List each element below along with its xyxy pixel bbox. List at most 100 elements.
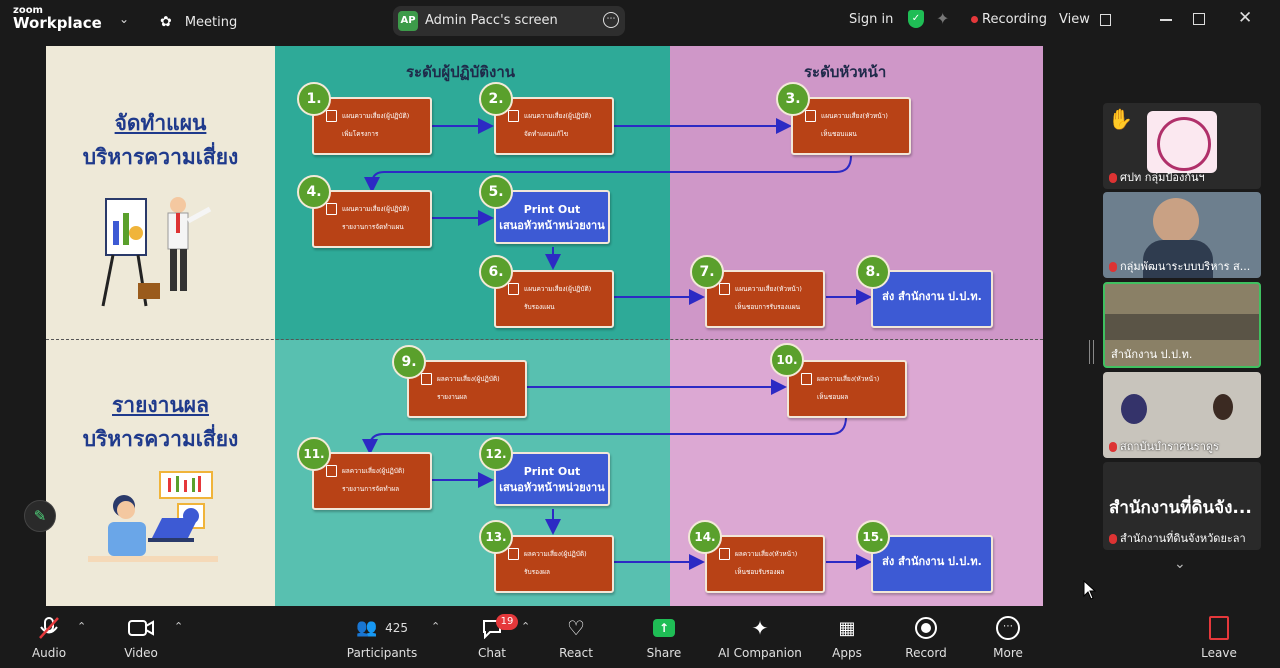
step-2-number: 2. — [479, 82, 513, 116]
participant-tile[interactable]: สำนักงานที่ดินจัง... สำนักงานที่ดินจังหว… — [1103, 462, 1261, 550]
react-label: React — [559, 646, 593, 660]
people-icon: 👥 — [355, 618, 378, 638]
meeting-info-button[interactable]: ✿ Meeting — [160, 11, 237, 30]
document-icon — [326, 465, 337, 477]
participant-name: สถาบันบำราศนราดูร — [1120, 440, 1219, 453]
step-3-box: แผนความเสี่ยง(หัวหน้า) เห็นชอบแผน — [791, 97, 911, 155]
ai-sparkle-icon: ✦ — [751, 616, 769, 640]
mic-muted-icon — [1109, 534, 1117, 544]
document-icon — [801, 373, 812, 385]
edit-icon — [719, 283, 730, 295]
video-options-caret-icon[interactable]: ⌃ — [174, 620, 184, 633]
step-10-line1: ผลความเสี่ยง(หัวหน้า) — [817, 375, 880, 383]
audio-button[interactable]: Audio — [9, 616, 89, 660]
step-9-line2: รายงานผล — [437, 393, 468, 401]
step-5-box: Print Out เสนอหัวหน้าหน่วยงาน — [494, 190, 610, 244]
top-bar: zoom Workplace ⌄ ✿ Meeting AP Admin Pacc… — [0, 0, 1280, 42]
apps-button[interactable]: ▦ Apps — [807, 616, 887, 661]
apps-label: Apps — [832, 646, 862, 660]
participant-tile[interactable]: ✋ ศปท กลุ่มป้องกันฯ — [1103, 103, 1261, 189]
view-button[interactable]: View — [1059, 12, 1111, 27]
chat-label: Chat — [477, 646, 507, 660]
document-icon — [421, 373, 432, 385]
step-14-line1: ผลความเสี่ยง(หัวหน้า) — [735, 550, 798, 558]
edit-icon — [508, 283, 519, 295]
record-label: Record — [905, 646, 947, 660]
participant-name: สำนักงาน ป.ป.ท. — [1111, 348, 1193, 361]
video-button[interactable]: Video — [101, 616, 181, 660]
participant-tile[interactable]: กลุ่มพัฒนาระบบบริหาร ส... — [1103, 192, 1261, 278]
participant-tile[interactable]: สถาบันบำราศนราดูร — [1103, 372, 1261, 458]
shield-check-icon[interactable]: ✓ — [908, 10, 924, 28]
plan-title-line2: บริหารความเสี่ยง — [82, 145, 239, 169]
react-button[interactable]: ♡ React — [536, 616, 616, 660]
chat-caret-icon[interactable]: ⌃ — [521, 620, 531, 633]
step-9-box: ผลความเสี่ยง(ผู้ปฏิบัติ) รายงานผล — [407, 360, 527, 418]
step-4-line1: แผนความเสี่ยง(ผู้ปฏิบัติ) — [342, 205, 410, 213]
step-5-number: 5. — [479, 175, 513, 209]
annotate-pencil-icon[interactable]: ✎ — [24, 500, 56, 532]
record-button[interactable]: Record — [886, 616, 966, 660]
brand-bottom: Workplace — [13, 14, 102, 32]
step-6-number: 6. — [479, 255, 513, 289]
chevron-down-icon[interactable]: ⌄ — [119, 12, 130, 26]
mic-muted-icon — [1109, 262, 1117, 272]
leave-button[interactable]: Leave — [1179, 616, 1259, 660]
step-4-number: 4. — [297, 175, 331, 209]
step-8-number: 8. — [856, 255, 890, 289]
recording-indicator[interactable]: Recording — [982, 12, 1048, 27]
audio-options-caret-icon[interactable]: ⌃ — [77, 620, 87, 633]
panel-resize-handle[interactable] — [1089, 340, 1094, 364]
step-1-box: แผนความเสี่ยง(ผู้ปฏิบัติ) เพิ่มโครงการ — [312, 97, 432, 155]
edit-icon — [326, 203, 337, 215]
minimize-icon[interactable] — [1160, 19, 1172, 21]
share-button[interactable]: ↑ Share — [624, 616, 704, 660]
recording-dot-icon — [971, 16, 978, 23]
record-icon — [915, 617, 937, 639]
scroll-down-chevron-icon[interactable]: ⌄ — [1174, 556, 1186, 572]
step-7-line1: แผนความเสี่ยง(หัวหน้า) — [735, 285, 802, 293]
step-13-number: 13. — [479, 520, 513, 554]
restore-icon[interactable] — [1193, 13, 1205, 25]
step-7-box: แผนความเสี่ยง(หัวหน้า) เห็นชอบการรับรองแ… — [705, 270, 825, 328]
sign-in-link[interactable]: Sign in — [849, 12, 894, 27]
step-8-line1: ส่ง สำนักงาน ป.ป.ท. — [882, 290, 982, 303]
report-title: รายงานผล บริหารความเสี่ยง — [46, 388, 275, 456]
flow-arrows — [362, 118, 872, 570]
plan-title-line1: จัดทำแผน — [114, 111, 207, 135]
close-icon[interactable]: ✕ — [1238, 8, 1253, 28]
more-button[interactable]: ⋯ More — [968, 616, 1048, 660]
step-1-number: 1. — [297, 82, 331, 116]
step-14-box: ผลความเสี่ยง(หัวหน้า) เห็นชอบรับรองผล — [705, 535, 825, 593]
step-2-line2: จัดทำแผนแก้ไข — [524, 130, 569, 138]
sharer-avatar: AP — [398, 11, 418, 31]
document-icon — [508, 548, 519, 560]
step-14-number: 14. — [688, 520, 722, 554]
edit-icon — [508, 110, 519, 122]
ai-companion-button[interactable]: ✦ AI Companion — [713, 616, 807, 660]
heart-icon: ♡ — [567, 616, 585, 640]
step-15-number: 15. — [856, 520, 890, 554]
brand-top: zoom — [13, 5, 43, 16]
sparkle-icon[interactable]: ✦ — [936, 9, 950, 28]
report-title-line2: บริหารความเสี่ยง — [82, 427, 239, 451]
more-options-icon[interactable]: ⋯ — [603, 12, 619, 28]
participants-count: 425 — [385, 621, 409, 635]
video-camera-icon — [128, 620, 154, 636]
screen-share-pill[interactable]: AP Admin Pacc's screen ⋯ — [393, 6, 625, 36]
participant-video — [1153, 198, 1199, 244]
laptop-user-illustration — [88, 471, 218, 562]
step-3-line2: เห็นชอบแผน — [821, 130, 857, 138]
step-15-box: ส่ง สำนักงาน ป.ป.ท. — [871, 535, 993, 593]
participants-button[interactable]: 👥 425 Participants — [342, 616, 422, 660]
step-9-number: 9. — [392, 345, 426, 379]
share-title: Admin Pacc's screen — [425, 13, 558, 28]
participants-label: Participants — [346, 646, 418, 660]
participant-video — [1121, 394, 1147, 424]
participant-tile-active[interactable]: สำนักงาน ป.ป.ท. — [1103, 282, 1261, 368]
step-5-line1: Print Out — [523, 203, 581, 216]
chat-button[interactable]: Chat — [452, 616, 532, 660]
participants-caret-icon[interactable]: ⌃ — [431, 620, 441, 633]
participant-name: สำนักงานที่ดินจังหวัดยะลา — [1120, 532, 1246, 545]
shared-screen: ระดับผู้ปฏิบัติงาน ระดับหัวหน้า จัดทำแผน… — [46, 46, 1043, 606]
